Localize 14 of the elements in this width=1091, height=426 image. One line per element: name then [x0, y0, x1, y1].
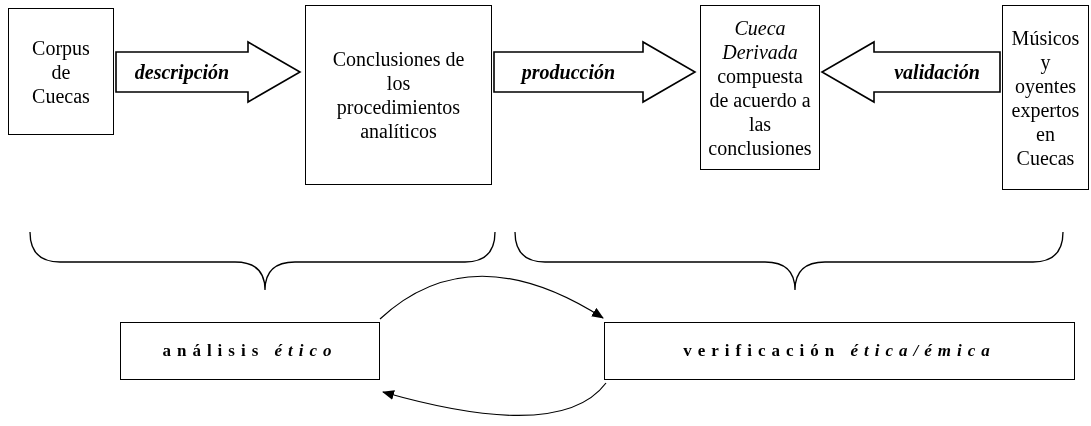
curved-arrow: [382, 382, 607, 416]
curved-arrow: [379, 275, 604, 320]
box-text: Corpus de Cuecas: [31, 35, 91, 108]
text-box: [305, 5, 492, 185]
text-box: [120, 322, 380, 380]
box-text: Músicos y oyentes expertos en Cuecas: [1010, 25, 1081, 170]
text-box: [700, 5, 820, 170]
box-text: Conclusiones de los procedimientos analíticos: [331, 47, 466, 143]
text-box: [604, 322, 1075, 380]
text-box: [1002, 5, 1089, 190]
text-box: [8, 8, 114, 135]
box-text: análisis ético: [162, 341, 338, 361]
box-text: verificación ética/émica: [683, 341, 996, 361]
box-text: Cueca Derivada compuesta de acuerdo a las conclusiones: [708, 15, 812, 160]
